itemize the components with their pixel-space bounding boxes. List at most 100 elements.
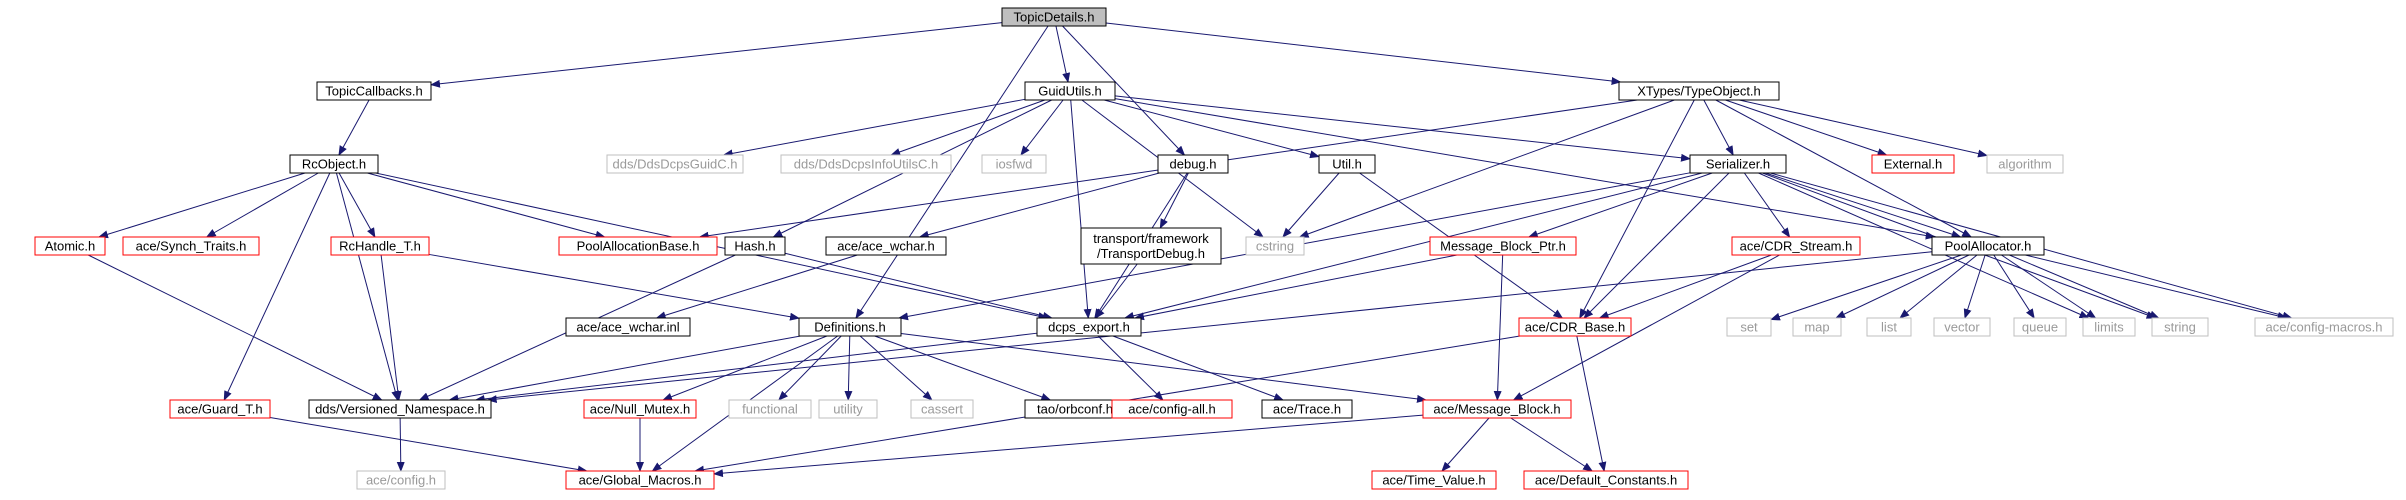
edge-msgblock-to-defaultconst (1510, 417, 1594, 472)
node-box-cstring (1245, 236, 1305, 256)
edge-xtypes-to-cstring (1298, 99, 1675, 238)
node-box-transportdebug (1080, 227, 1222, 265)
node-label-dcpsexport: dcps_export.h (1048, 320, 1130, 335)
node-box-configall (1111, 399, 1233, 419)
node-label-algorithm: algorithm (1998, 157, 2051, 172)
node-acewchar[interactable]: ace/ace_wchar.h (825, 236, 947, 256)
node-label-globalmacros: ace/Global_Macros.h (579, 473, 702, 488)
node-dcpsexport[interactable]: dcps_export.h (1036, 317, 1142, 337)
node-external[interactable]: External.h (1871, 154, 1955, 174)
node-acewcharinl[interactable]: ace/ace_wchar.inl (565, 317, 691, 337)
node-serializer[interactable]: Serializer.h (1689, 154, 1787, 174)
node-label-cdrstream: ace/CDR_Stream.h (1740, 239, 1853, 254)
edge-rcobject-to-poolallocbase (367, 172, 606, 239)
node-box-rcobject (289, 154, 379, 174)
node-transportdebug[interactable]: transport/framework/TransportDebug.h (1080, 227, 1222, 265)
node-poolallocator[interactable]: PoolAllocator.h (1931, 236, 2045, 256)
node-label-configmacros: ace/config-macros.h (2265, 320, 2382, 335)
node-string: string (2151, 317, 2209, 337)
edge-poolallocator-to-limits (2001, 254, 2097, 319)
node-box-serializer (1689, 154, 1787, 174)
node-box-topiccallbacks (316, 81, 432, 101)
node-box-dcpsexport (1036, 317, 1142, 337)
node-box-definitions (798, 317, 902, 337)
node-util[interactable]: Util.h (1318, 154, 1376, 174)
edge-definitions-to-orbconf (874, 335, 1052, 401)
edge-topicdetails-to-debug (1062, 25, 1186, 156)
edge-rchandle-to-definitions (428, 253, 800, 321)
edge-debug-to-transportdebug (1159, 172, 1189, 229)
node-msgblock[interactable]: ace/Message_Block.h (1422, 399, 1572, 419)
node-topiccallbacks[interactable]: TopicCallbacks.h (316, 81, 432, 101)
node-trace[interactable]: ace/Trace.h (1261, 399, 1353, 419)
node-versionedns[interactable]: dds/Versioned_Namespace.h (308, 399, 492, 419)
node-label-xtypes: XTypes/TypeObject.h (1637, 84, 1761, 99)
edge-rcobject-to-guardt (223, 172, 331, 401)
node-box-atomic (34, 236, 106, 256)
edge-hash-to-dcpsexport (784, 252, 1053, 320)
edge-poolallocator-to-configmacros (2025, 254, 2288, 320)
node-label-poolallocbase: PoolAllocationBase.h (577, 239, 700, 254)
node-debug[interactable]: debug.h (1157, 154, 1229, 174)
node-box-string (2151, 317, 2209, 337)
node-box-poolallocator (1931, 236, 2045, 256)
node-topicdetails[interactable]: TopicDetails.h (1001, 7, 1107, 27)
edge-transportdebug-to-dcpsexport (1095, 263, 1138, 319)
node-synchtraits[interactable]: ace/Synch_Traits.h (122, 236, 260, 256)
edge-definitions-to-functional (778, 335, 842, 401)
node-label-debug: debug.h (1170, 157, 1217, 172)
node-label-defaultconst: ace/Default_Constants.h (1535, 473, 1677, 488)
edge-rchandle-to-versionedns (380, 254, 402, 401)
edge-atomic-to-versionedns (87, 254, 383, 401)
node-guardt[interactable]: ace/Guard_T.h (169, 399, 271, 419)
node-defaultconst[interactable]: ace/Default_Constants.h (1523, 470, 1689, 490)
node-box-configmacros (2254, 317, 2394, 337)
node-label-functional: functional (742, 402, 798, 417)
node-box-debug (1157, 154, 1229, 174)
node-box-functional (728, 399, 812, 419)
edge-guidutils-to-dcpsexport (1070, 99, 1092, 319)
node-box-synchtraits (122, 236, 260, 256)
node-cdrbase[interactable]: ace/CDR_Base.h (1518, 317, 1632, 337)
edge-xtypes-to-external (1725, 99, 1888, 156)
node-box-globalmacros (565, 470, 715, 490)
node-iosfwd: iosfwd (981, 154, 1047, 174)
edge-rcobject-to-rchandle (338, 172, 376, 238)
node-guidutils[interactable]: GuidUtils.h (1024, 81, 1116, 101)
node-nullmutex[interactable]: ace/Null_Mutex.h (583, 399, 697, 419)
edge-serializer-to-msgblockptr (1527, 172, 1713, 238)
node-box-acewchar (825, 236, 947, 256)
edge-cdrstream-to-msgblock (1512, 254, 1780, 401)
node-cdrstream[interactable]: ace/CDR_Stream.h (1731, 236, 1861, 256)
node-box-map (1792, 317, 1842, 337)
node-xtypes[interactable]: XTypes/TypeObject.h (1618, 81, 1780, 101)
node-globalmacros[interactable]: ace/Global_Macros.h (565, 470, 715, 490)
edge-poolallocator-to-list (1899, 254, 1978, 319)
node-label-msgblock: ace/Message_Block.h (1433, 402, 1560, 417)
node-rcobject[interactable]: RcObject.h (289, 154, 379, 174)
node-definitions[interactable]: Definitions.h (798, 317, 902, 337)
node-label-cassert: cassert (921, 402, 963, 417)
edge-msgblockptr-to-msgblock (1493, 254, 1504, 401)
node-box-limits (2082, 317, 2136, 337)
node-box-msgblock (1422, 399, 1572, 419)
node-poolallocbase[interactable]: PoolAllocationBase.h (558, 236, 718, 256)
edge-topicdetails-to-xtypes (1105, 22, 1622, 85)
edge-acewchar-to-acewcharinl (655, 254, 858, 320)
node-atomic[interactable]: Atomic.h (34, 236, 106, 256)
edge-topiccallbacks-to-rcobject (338, 99, 370, 156)
node-timevalue[interactable]: ace/Time_Value.h (1371, 470, 1497, 490)
edge-dcpsexport-to-trace (1112, 335, 1285, 401)
node-hash[interactable]: Hash.h (724, 236, 786, 256)
edge-serializer-to-cdrbase (1583, 172, 1730, 319)
node-rchandle[interactable]: RcHandle_T.h (330, 236, 430, 256)
edge-topicdetails-to-topiccallbacks (430, 22, 1003, 88)
node-msgblockptr[interactable]: Message_Block_Ptr.h (1429, 236, 1577, 256)
node-label-acewcharinl: ace/ace_wchar.inl (576, 320, 679, 335)
node-label-external: External.h (1884, 157, 1943, 172)
node-label-synchtraits: ace/Synch_Traits.h (136, 239, 247, 254)
node-label-set: set (1740, 320, 1758, 335)
node-configall[interactable]: ace/config-all.h (1111, 399, 1233, 419)
node-orbconf[interactable]: tao/orbconf.h (1024, 399, 1126, 419)
